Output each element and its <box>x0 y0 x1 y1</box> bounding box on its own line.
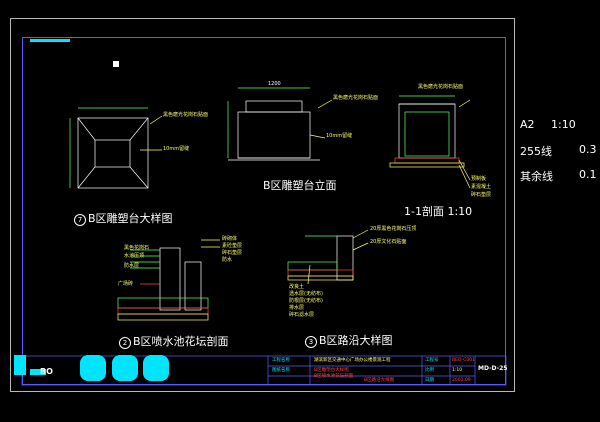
sheet-number: MD-D-25 <box>478 365 508 372</box>
elevation-note-top: 黑色磨光花岗石贴面 <box>333 95 379 101</box>
plan-title-text: B区雕塑台大样图 <box>88 212 173 225</box>
fountain-note-3: 防水层 <box>124 263 140 269</box>
curb-note-1: 20厚黑色花岗石压顶 <box>370 226 417 232</box>
date-value: 2001.09 <box>452 378 471 383</box>
title-block-logo-text: BO <box>40 367 53 376</box>
section-note-3: 碎石垫层 <box>471 192 492 198</box>
project-label: 工程名称 <box>272 358 290 363</box>
side-row-3-label: 其余线 <box>520 170 553 183</box>
plan-note-side: 10mm留缝 <box>163 146 190 152</box>
elevation-dim-top: 1200 <box>268 81 281 87</box>
drawing-name-3: B区路沿大样图 <box>364 378 395 383</box>
section-view <box>389 95 471 189</box>
drawing-name-1: B区雕塑台大样图 <box>314 368 349 373</box>
plan-number: 7 <box>74 214 86 226</box>
fountain-note-5: 素砼垫层 <box>222 243 243 249</box>
sheet-header-mark <box>30 39 70 42</box>
curb-title-text: B区路沿大样图 <box>319 334 393 347</box>
fountain-note-7: 防水 <box>222 257 233 263</box>
side-row-2-value: 0.3 <box>579 143 597 156</box>
side-row-1-label: A2 <box>520 118 535 131</box>
scale-value: 1:10 <box>452 368 463 373</box>
sheet-outer-border <box>10 18 515 392</box>
date-label: 日期 <box>425 378 434 383</box>
fountain-title-text: B区喷水池花坛剖面 <box>133 335 229 348</box>
plan-note-top: 黑色磨光花岗石贴面 <box>163 112 209 118</box>
number-label: 工程号 <box>425 358 439 363</box>
side-row-2-label: 255线 <box>520 145 552 158</box>
insertion-point-marker[interactable] <box>113 61 119 67</box>
scale-label: 比例 <box>425 368 434 373</box>
fountain-note-4: 砖砌体 <box>222 236 238 242</box>
elevation-title: B区雕塑台立面 <box>263 179 337 192</box>
fountain-note-1: 黑色花岗石 <box>124 245 150 251</box>
section-note-1: 预制板 <box>471 176 487 182</box>
fountain-note-2: 水池压顶 <box>124 253 145 259</box>
fountain-section-view <box>117 239 220 321</box>
section-note-top: 黑色磨光花岗石贴面 <box>418 84 464 90</box>
curb-note-6: 排水层 <box>289 305 305 311</box>
side-row-1-value: 1:10 <box>551 118 576 131</box>
curb-section-view <box>287 229 369 285</box>
curb-number: 3 <box>305 336 317 348</box>
curb-note-3: 改良土 <box>289 284 305 290</box>
number-value: BEO-C001 <box>452 358 475 363</box>
section-title: 1-1剖面 1:10 <box>404 205 473 218</box>
side-row-3-value: 0.1 <box>579 168 597 181</box>
plan-view <box>69 107 163 189</box>
drawing-label: 图纸名称 <box>272 368 290 373</box>
curb-note-7: 碎石滤水层 <box>289 312 315 318</box>
project-name: 湖滨新区交通中心广场办公楼景观工程 <box>314 358 391 363</box>
section-note-2: 素混凝土 <box>471 184 492 190</box>
curb-note-4: 透水层(无纺布) <box>289 291 323 297</box>
fountain-note-8: 广场砖 <box>118 281 134 287</box>
sheet-inner-border <box>22 37 506 385</box>
title-block-logo-shapes <box>14 355 169 381</box>
curb-note-5: 防根层(无纺布) <box>289 298 323 304</box>
drawing-name-2: B区喷水池花坛剖面 <box>314 374 354 379</box>
elevation-note-side: 10mm留缝 <box>326 133 353 139</box>
fountain-number: 2 <box>119 337 131 349</box>
elevation-view <box>227 87 333 161</box>
fountain-note-6: 碎石垫层 <box>222 250 243 256</box>
curb-note-2: 20厚文化石贴面 <box>370 239 407 245</box>
